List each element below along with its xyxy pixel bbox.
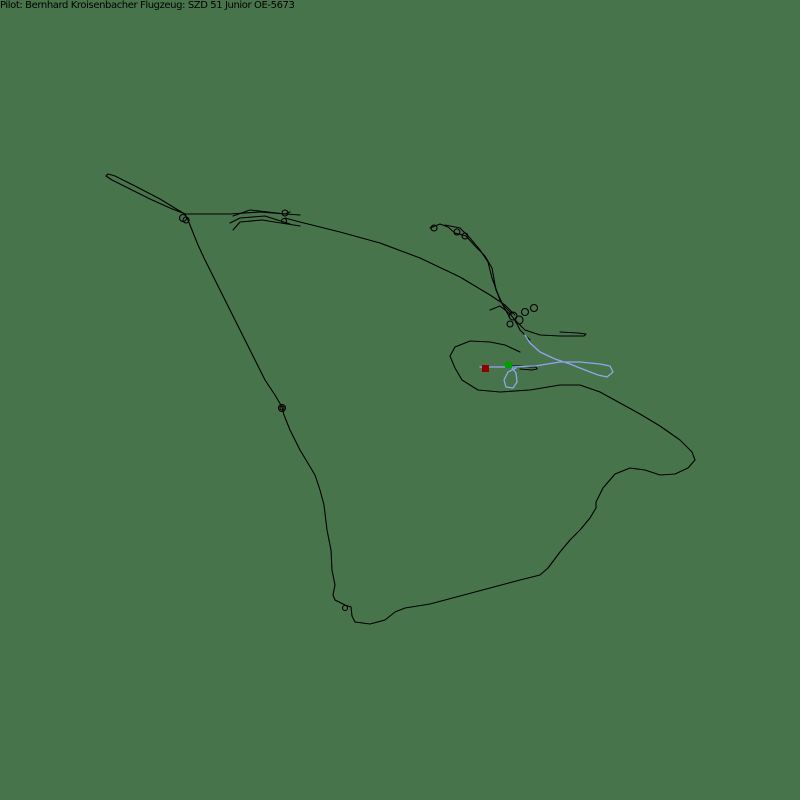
thermal-circle	[453, 228, 461, 236]
thermal-circle	[182, 216, 190, 224]
thermal-circle	[280, 217, 288, 225]
thermal-circle	[506, 320, 514, 328]
thermal-circle	[514, 315, 524, 325]
thermal-circle	[279, 405, 285, 411]
thermal-circle	[520, 307, 530, 317]
thermal-circle	[529, 303, 539, 313]
thermal-circle	[430, 224, 438, 232]
thermal-circle	[277, 403, 287, 413]
thermal-circle	[341, 604, 349, 612]
thermal-circle	[461, 232, 469, 240]
finish-marker	[482, 365, 489, 372]
thermal-circle	[281, 209, 289, 217]
start-marker	[505, 362, 512, 368]
final-leg-track	[479, 334, 614, 389]
flight-track	[105, 173, 696, 625]
flight-title: Pilot: Bernhard Kroisenbacher Flugzeug: …	[0, 0, 295, 11]
